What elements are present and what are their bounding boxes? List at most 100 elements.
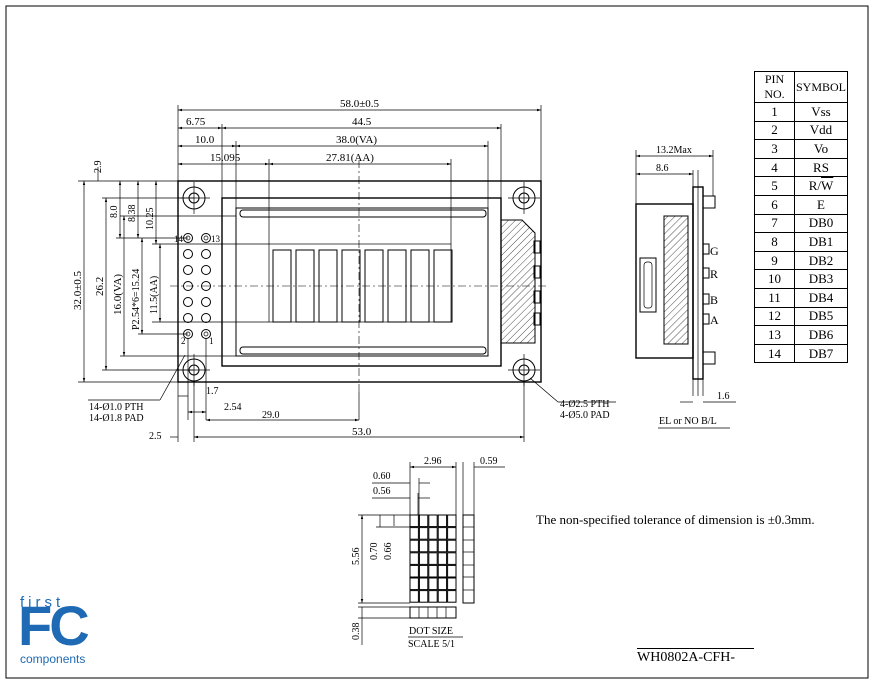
pin-label-13: 13 — [211, 234, 221, 244]
dim-2-96: 2.96 — [424, 456, 442, 467]
pcb-outline — [177, 180, 542, 383]
dim-height-total: 32.0±0.5 — [72, 270, 84, 310]
dot-cell — [409, 564, 419, 578]
dot-cell — [447, 552, 457, 565]
top-dimensions: 58.0±0.5 6.75 44.5 10.0 38.0(VA) 15.095 … — [177, 98, 542, 244]
dim-2-9: 2.9 — [93, 161, 104, 174]
dot-cell — [447, 527, 457, 540]
dim-29-0: 29.0 — [262, 410, 280, 421]
sheet-border — [5, 5, 869, 679]
dot-cell — [428, 552, 438, 565]
pin-symbol: DB6 — [794, 325, 848, 345]
dot-cell — [437, 514, 448, 528]
dot-cell — [428, 514, 438, 528]
dim-active-area-width: 27.81(AA) — [326, 152, 374, 164]
pin-number: 3 — [754, 139, 795, 159]
dim-26-2: 26.2 — [94, 277, 106, 296]
dim-width-total: 58.0±0.5 — [340, 98, 380, 110]
pin-symbol: Vdd — [794, 120, 848, 141]
bezel-strip-bottom — [239, 346, 487, 355]
dot-cell — [418, 577, 429, 591]
logo-components-text: components — [20, 652, 86, 666]
logo-fc-text: FC — [18, 594, 90, 657]
dim-44-5: 44.5 — [352, 116, 372, 128]
dot-matrix-grid — [409, 514, 457, 603]
dim-5-56: 5.56 — [351, 548, 362, 566]
dim-8-38: 8.38 — [127, 205, 138, 223]
dim-2-54: 2.54 — [224, 402, 242, 413]
dim-viewing-area-height: 16.0(VA) — [112, 274, 124, 315]
dim-8-6: 8.6 — [656, 163, 669, 174]
dot-cell — [418, 564, 429, 578]
dot-cell — [447, 577, 457, 591]
pin-number: 1 — [754, 102, 795, 122]
dot-cell — [447, 590, 457, 603]
pin-number: 4 — [754, 157, 795, 178]
dot-cell — [447, 539, 457, 553]
dim-0-66: 0.66 — [383, 543, 394, 561]
dot-cell — [409, 514, 419, 528]
pin-number: 14 — [754, 343, 795, 364]
dot-cell — [437, 552, 448, 565]
scale-label: SCALE 5/1 — [408, 639, 455, 650]
dim-53-0: 53.0 — [352, 426, 372, 438]
side-label-r: R — [710, 267, 718, 281]
pin-number: 10 — [754, 269, 795, 289]
left-dimensions: 32.0±0.5 2.9 26.2 8.0 16.0(VA) 8.38 P2.5… — [72, 161, 269, 383]
bezel-outline — [221, 197, 502, 367]
dot-cell — [409, 552, 419, 565]
pin-hole-pth-label: 14-Ø1.0 PTH — [89, 402, 143, 413]
side-label-b: B — [710, 293, 718, 307]
dot-size-label: DOT SIZE — [409, 626, 453, 637]
dim-active-area-height: 11.5(AA) — [149, 276, 160, 314]
mount-hole-pad-label: 4-Ø5.0 PAD — [560, 410, 610, 421]
dim-0-60: 0.60 — [373, 471, 391, 482]
dim-pin-pitch: P2.54*6=15.24 — [131, 269, 142, 330]
pin-number: 8 — [754, 232, 795, 252]
dot-cell — [437, 590, 448, 603]
pin-number: 13 — [754, 325, 795, 345]
dot-cell — [418, 552, 429, 565]
side-glass — [663, 215, 689, 345]
dot-cell — [437, 577, 448, 591]
dim-8-0: 8.0 — [109, 206, 120, 219]
pin-number: 9 — [754, 250, 795, 271]
logo-first-text: first — [20, 594, 65, 611]
dot-cell — [418, 539, 429, 553]
pin-table-header: PIN NO. SYMBOL — [754, 71, 848, 103]
dim-15-095: 15.095 — [210, 152, 241, 164]
dim-0-70: 0.70 — [369, 543, 380, 561]
dot-cell — [447, 514, 457, 528]
pin-pads — [183, 233, 211, 339]
dot-cell — [409, 527, 419, 540]
pin-symbol: DB1 — [794, 232, 848, 252]
dim-viewing-area-width: 38.0(VA) — [336, 134, 377, 146]
dim-1-7: 1.7 — [206, 386, 219, 397]
dim-13-2max: 13.2Max — [656, 145, 692, 156]
dot-cell — [428, 564, 438, 578]
symbol-header: SYMBOL — [794, 71, 848, 103]
backlight-connector — [500, 219, 536, 344]
dot-cell — [437, 527, 448, 540]
pin-symbol: DB0 — [794, 213, 848, 234]
pin-symbol: Vss — [794, 102, 848, 122]
pin-number: 6 — [754, 194, 795, 215]
dot-cell — [418, 527, 429, 540]
pin-symbol: DB2 — [794, 250, 848, 271]
dot-size-detail: 2.96 0.59 0.60 0.56 5.56 0.70 0.66 0.38 … — [351, 456, 505, 650]
dot-cell — [428, 539, 438, 553]
model-number: WH0802A-CFH- — [637, 648, 754, 666]
dim-1-6: 1.6 — [717, 391, 730, 402]
